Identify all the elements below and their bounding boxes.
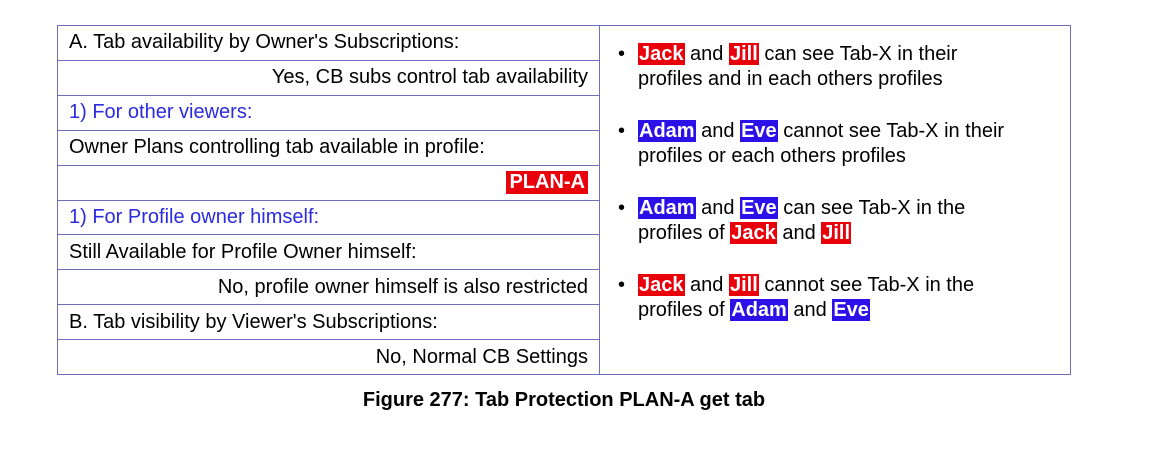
user-eve: Eve — [740, 120, 778, 142]
row-owner-plans-label: Owner Plans controlling tab available in… — [58, 131, 599, 166]
bullet-icon: • — [618, 197, 626, 219]
row-owner-plans-value: PLAN-A — [58, 166, 599, 201]
text-fragment: profiles or each others profiles — [638, 145, 906, 167]
figure-caption: Figure 277: Tab Protection PLAN-A get ta… — [362, 389, 766, 411]
user-eve: Eve — [832, 299, 870, 321]
bullet-icon: • — [618, 274, 626, 296]
text-fragment: profiles of — [638, 222, 731, 244]
bullet-text: Jack and Jill can see Tab-X in their pro… — [638, 42, 957, 92]
bullet-item: • Jack and Jill can see Tab-X in their p… — [618, 42, 1070, 92]
user-jill: Jill — [728, 43, 759, 65]
bullet-item: • Adam and Eve can see Tab-X in the prof… — [618, 196, 1070, 246]
row-other-viewers-heading: 1) For other viewers: — [58, 96, 599, 131]
user-adam: Adam — [730, 299, 788, 321]
text-fragment: and — [787, 299, 833, 321]
row-text: No, profile owner himself is also restri… — [217, 275, 588, 298]
user-jill: Jill — [821, 222, 852, 244]
user-jack: Jack — [730, 222, 777, 244]
user-eve: Eve — [740, 197, 778, 219]
user-adam: Adam — [638, 197, 696, 219]
text-fragment: profiles and in each others profiles — [638, 68, 943, 90]
bullet-icon: • — [618, 43, 626, 65]
row-profile-owner-heading: 1) For Profile owner himself: — [58, 201, 599, 236]
user-adam: Adam — [638, 120, 696, 142]
bullet-icon: • — [618, 120, 626, 142]
row-viewer-subscriptions-value: No, Normal CB Settings — [58, 340, 599, 374]
bullet-text: Adam and Eve can see Tab-X in the profil… — [638, 196, 965, 246]
row-text: A. Tab availability by Owner's Subscript… — [69, 31, 460, 54]
settings-column: A. Tab availability by Owner's Subscript… — [58, 26, 600, 374]
user-jack: Jack — [638, 274, 685, 296]
row-owner-subscriptions-heading: A. Tab availability by Owner's Subscript… — [58, 26, 599, 61]
text-fragment: cannot see Tab-X in their — [777, 120, 1005, 142]
text-fragment: cannot see Tab-X in the — [758, 274, 975, 296]
bullet-text: Adam and Eve cannot see Tab-X in their p… — [638, 119, 1004, 169]
row-still-available-label: Still Available for Profile Owner himsel… — [58, 235, 599, 271]
row-viewer-subscriptions-heading: B. Tab visibility by Viewer's Subscripti… — [58, 305, 599, 341]
row-still-available-value: No, profile owner himself is also restri… — [58, 270, 599, 306]
row-text: Still Available for Profile Owner himsel… — [69, 240, 417, 263]
row-text: No, Normal CB Settings — [375, 345, 588, 368]
row-owner-subscriptions-value: Yes, CB subs control tab availability — [58, 61, 599, 96]
text-fragment: and — [684, 274, 729, 296]
row-text: Owner Plans controlling tab available in… — [69, 136, 485, 159]
row-text: B. Tab visibility by Viewer's Subscripti… — [69, 310, 438, 333]
text-fragment: profiles of — [638, 299, 731, 321]
row-text: Yes, CB subs control tab availability — [271, 66, 588, 89]
bullet-item: • Jack and Jill cannot see Tab-X in the … — [618, 273, 1070, 323]
text-fragment: and — [776, 222, 822, 244]
user-jill: Jill — [728, 274, 759, 296]
user-jack: Jack — [638, 43, 685, 65]
bullet-item: • Adam and Eve cannot see Tab-X in their… — [618, 119, 1070, 169]
bullet-text: Jack and Jill cannot see Tab-X in the pr… — [638, 273, 974, 323]
plan-badge: PLAN-A — [506, 171, 588, 195]
text-fragment: and — [695, 197, 741, 219]
text-fragment: can see Tab-X in the — [777, 197, 966, 219]
explanation-column: • Jack and Jill can see Tab-X in their p… — [600, 26, 1070, 374]
text-fragment: can see Tab-X in their — [758, 43, 958, 65]
text-fragment: and — [695, 120, 741, 142]
row-text: 1) For Profile owner himself: — [69, 205, 320, 228]
text-fragment: and — [684, 43, 729, 65]
figure-table: A. Tab availability by Owner's Subscript… — [57, 25, 1071, 375]
row-text: 1) For other viewers: — [69, 101, 253, 124]
